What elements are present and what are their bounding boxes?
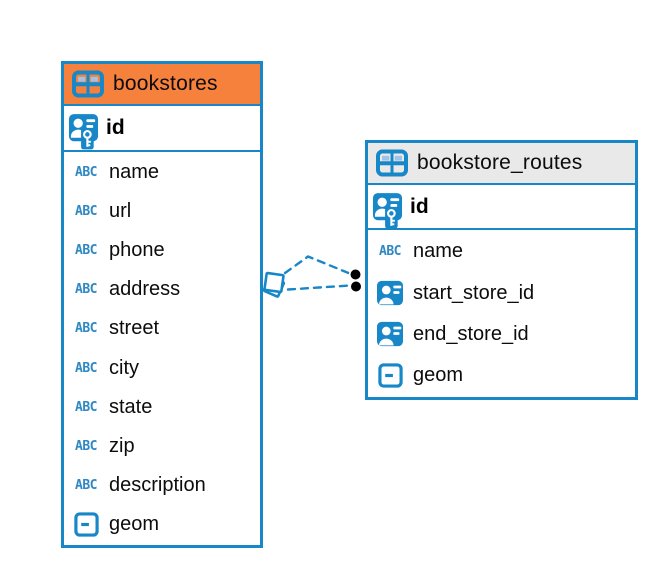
column-name: state <box>109 395 153 418</box>
primary-key-icon <box>68 106 99 150</box>
table-bookstore-routes-header[interactable]: bookstore_routes <box>368 143 635 185</box>
column-name: end_store_id <box>413 322 529 345</box>
column-name: geom <box>109 512 160 535</box>
column-row-url[interactable]: ABC url <box>64 192 260 231</box>
column-row-name[interactable]: ABC name <box>368 231 635 272</box>
column-row-zip[interactable]: ABC zip <box>64 427 260 466</box>
text-type-icon: ABC <box>75 204 97 220</box>
table-title: bookstores <box>113 72 218 95</box>
text-type-icon: ABC <box>75 165 97 181</box>
column-row-name[interactable]: ABC name <box>64 153 260 192</box>
column-name: phone <box>109 239 165 262</box>
column-name: zip <box>109 434 135 457</box>
column-list: ABC name ABC url ABC phone ABC address A… <box>64 152 260 545</box>
text-type-icon: ABC <box>75 360 97 376</box>
table-bookstores-header[interactable]: bookstores <box>64 64 260 106</box>
column-row-geom[interactable]: geom <box>368 355 635 396</box>
column-name: name <box>109 161 160 184</box>
column-row-street[interactable]: ABC street <box>64 309 260 348</box>
column-row-city[interactable]: ABC city <box>64 348 260 387</box>
text-type-icon: ABC <box>75 438 97 454</box>
column-row-address[interactable]: ABC address <box>64 270 260 309</box>
text-type-icon: ABC <box>75 321 97 337</box>
text-type-icon: ABC <box>75 243 97 259</box>
column-row-start-store-id[interactable]: start_store_id <box>368 272 635 313</box>
text-type-icon: ABC <box>75 282 97 298</box>
geometry-type-icon <box>373 363 407 388</box>
column-name: start_store_id <box>413 281 535 304</box>
column-name: description <box>109 473 206 496</box>
column-row-phone[interactable]: ABC phone <box>64 231 260 270</box>
column-name: id <box>410 194 429 218</box>
column-row-id[interactable]: id <box>64 106 260 152</box>
primary-key-icon <box>372 185 403 229</box>
text-type-icon: ABC <box>75 399 97 415</box>
table-icon <box>72 70 104 98</box>
relationship-start-store-id[interactable] <box>283 255 353 276</box>
column-name: address <box>109 278 181 301</box>
column-row-id[interactable]: id <box>368 185 635 230</box>
column-name: name <box>413 240 464 263</box>
table-bookstores[interactable]: bookstores id ABC name ABC url ABC phone… <box>61 61 263 548</box>
geometry-type-icon <box>69 512 103 537</box>
text-type-icon: ABC <box>75 477 97 493</box>
column-name: url <box>109 200 132 223</box>
column-name: city <box>109 356 139 379</box>
column-row-state[interactable]: ABC state <box>64 388 260 427</box>
table-title: bookstore_routes <box>417 151 583 174</box>
relationship-endpoint-dots <box>348 267 363 294</box>
column-name: geom <box>413 364 464 387</box>
column-row-geom[interactable]: geom <box>64 505 260 544</box>
column-name: street <box>109 317 160 340</box>
reference-type-icon <box>373 321 407 347</box>
column-list: ABC name start_store_id end_store_id geo… <box>368 230 635 397</box>
relationship-end-store-id[interactable] <box>286 284 352 291</box>
column-name: id <box>106 116 125 139</box>
table-bookstore-routes[interactable]: bookstore_routes id ABC name start_store… <box>365 140 638 400</box>
relationship-diamond-marker[interactable] <box>262 271 286 298</box>
table-icon <box>376 149 408 177</box>
reference-type-icon <box>373 280 407 306</box>
column-row-end-store-id[interactable]: end_store_id <box>368 314 635 355</box>
text-type-icon: ABC <box>379 244 401 260</box>
column-row-description[interactable]: ABC description <box>64 466 260 505</box>
